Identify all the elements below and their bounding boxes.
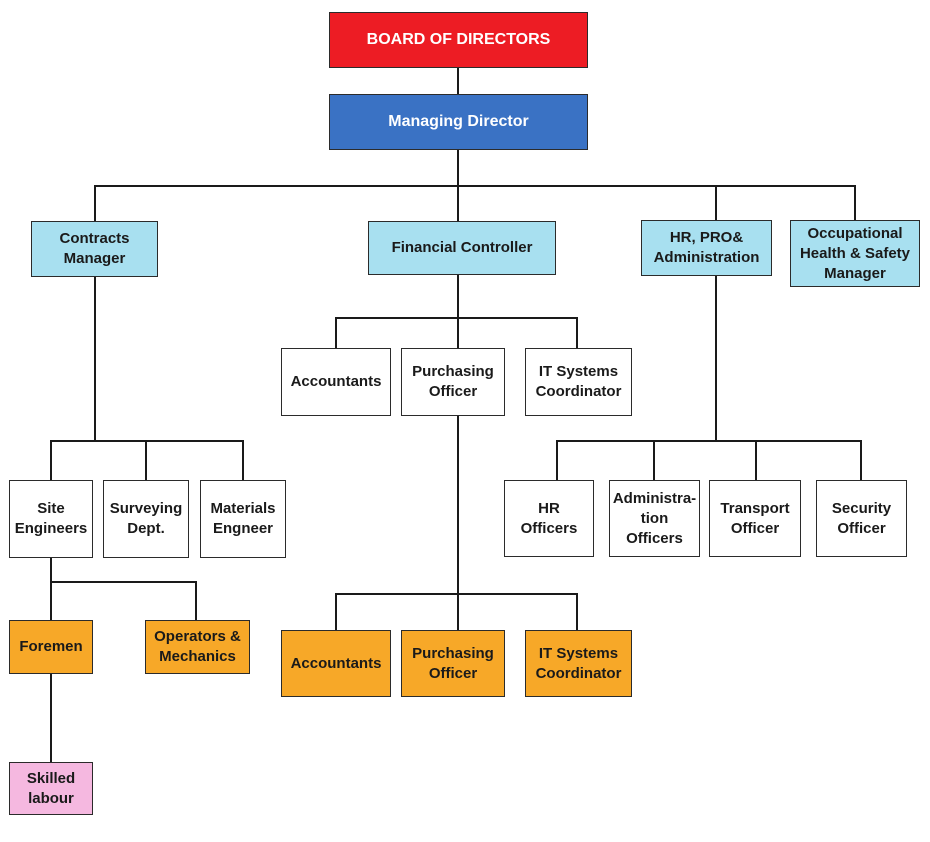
site-engineers-box: Site Engineers: [9, 480, 93, 558]
transport-officer-box: Transport Officer: [709, 480, 801, 557]
accountants-box-1: Accountants: [281, 348, 391, 416]
managing-director-box: Managing Director: [329, 94, 588, 150]
surveying-dept-box: Surveying Dept.: [103, 480, 189, 558]
it-systems-coordinator-box-1: IT Systems Coordinator: [525, 348, 632, 416]
materials-engineer-box: Materials Engneer: [200, 480, 286, 558]
administration-officers-box: Administra- tion Officers: [609, 480, 700, 557]
hr-officers-box: HR Officers: [504, 480, 594, 557]
purchasing-officer-box-1: Purchasing Officer: [401, 348, 505, 416]
ohs-manager-box: Occupational Health & Safety Manager: [790, 220, 920, 287]
contracts-manager-box: Contracts Manager: [31, 221, 158, 277]
accountants-box-2: Accountants: [281, 630, 391, 697]
foremen-box: Foremen: [9, 620, 93, 674]
operators-mechanics-box: Operators & Mechanics: [145, 620, 250, 674]
security-officer-box: Security Officer: [816, 480, 907, 557]
it-systems-coordinator-box-2: IT Systems Coordinator: [525, 630, 632, 697]
financial-controller-box: Financial Controller: [368, 221, 556, 275]
board-of-directors-box: BOARD OF DIRECTORS: [329, 12, 588, 68]
skilled-labour-box: Skilled labour: [9, 762, 93, 815]
hr-pro-administration-box: HR, PRO& Administration: [641, 220, 772, 276]
purchasing-officer-box-2: Purchasing Officer: [401, 630, 505, 697]
